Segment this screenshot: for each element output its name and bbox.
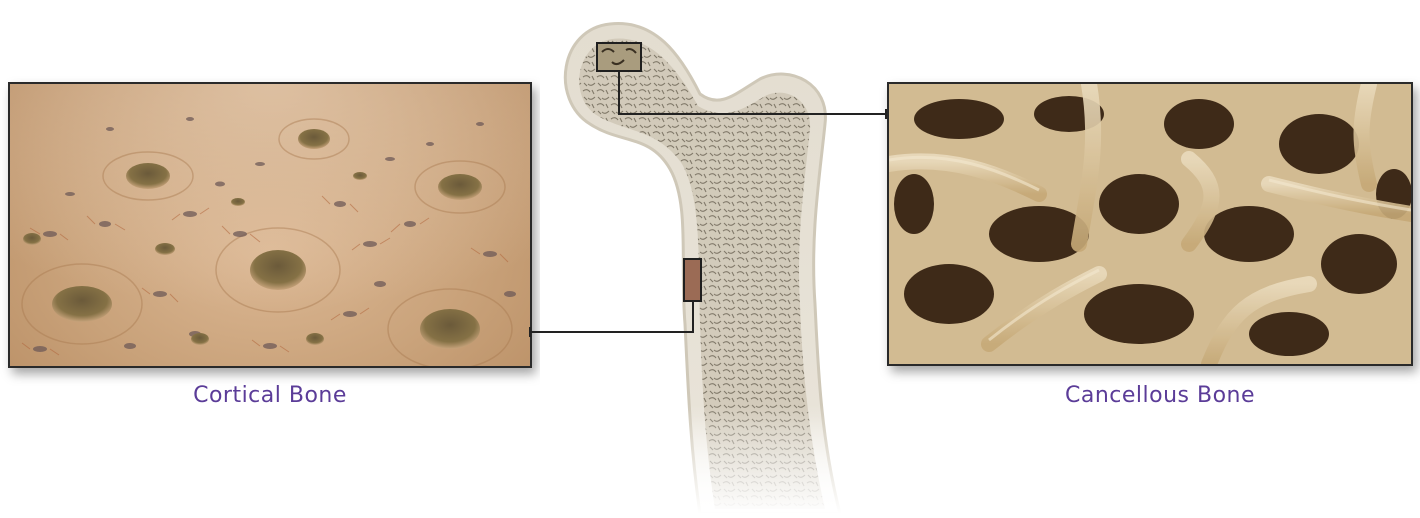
cancellous-bone-image [887,82,1413,366]
cortical-bone-image [8,82,532,368]
cortical-bone-label: Cortical Bone [110,383,430,408]
cancellous-bone-label: Cancellous Bone [1000,383,1320,408]
femur-illustration [540,4,915,514]
femur-icon [540,4,915,514]
cancellous-bone-texture [889,84,1411,364]
cortical-bone-texture [10,84,530,366]
